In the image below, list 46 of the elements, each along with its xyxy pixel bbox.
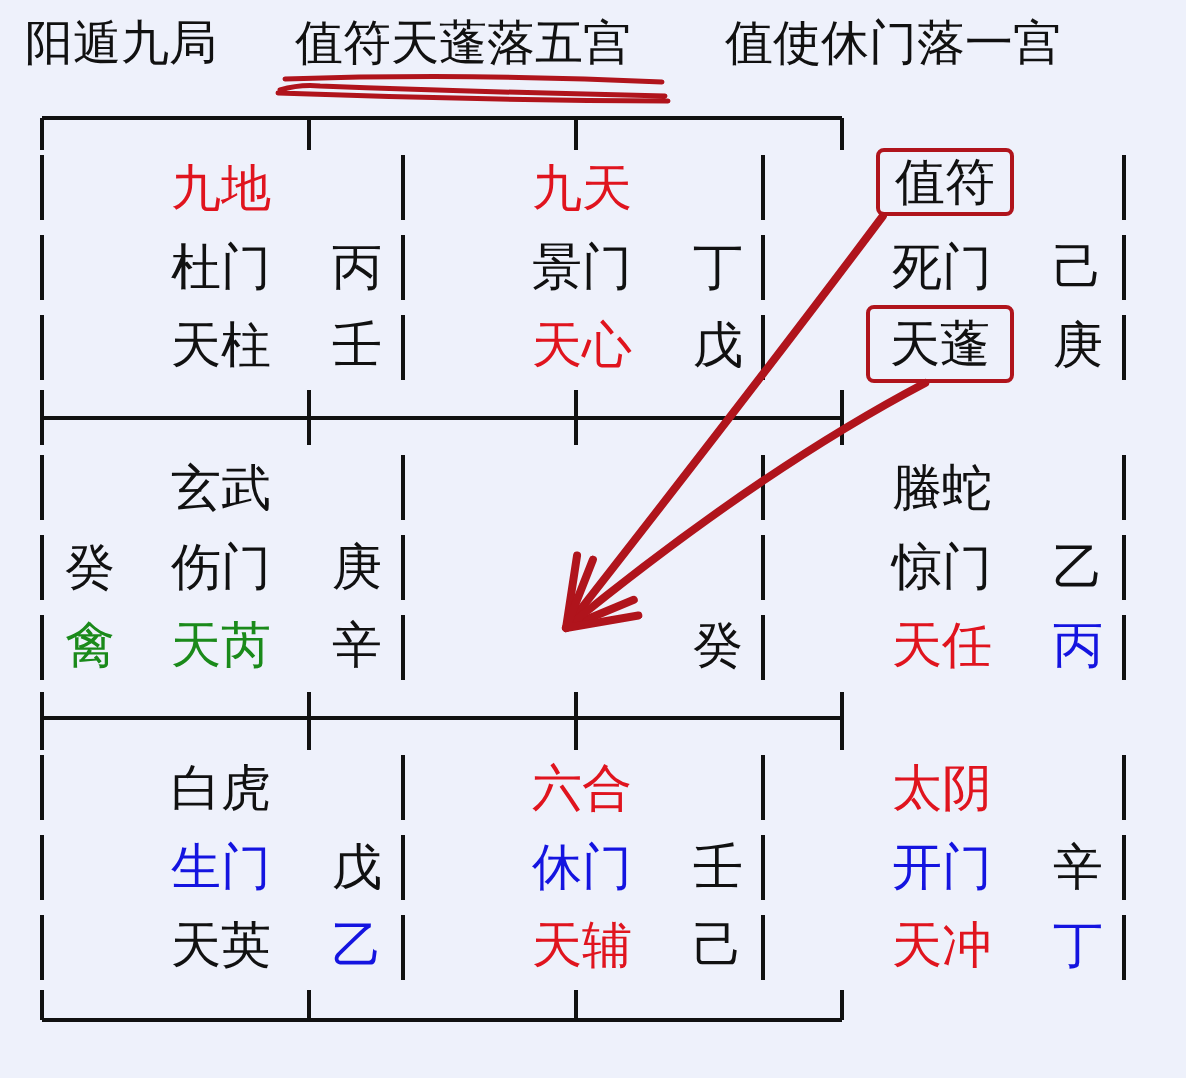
- palace-label: 禽: [65, 617, 115, 673]
- palace-label: 己: [693, 917, 743, 973]
- palace-label: 白虎: [171, 760, 271, 816]
- palace-label: 辛: [332, 617, 382, 673]
- palace-label: 天芮: [171, 617, 271, 673]
- palace-label: 九天: [532, 160, 632, 216]
- heading-text: 值符天蓬落五宫: [295, 14, 631, 70]
- palace-label: 天柱: [171, 317, 271, 373]
- palace-label: 玄武: [171, 460, 271, 516]
- palace-label: 天冲: [892, 917, 992, 973]
- heading-text: 值使休门落一宫: [725, 14, 1061, 70]
- palace-label: 庚: [332, 539, 382, 595]
- palace-label: 景门: [532, 239, 632, 295]
- palace-label: 螣蛇: [892, 460, 992, 516]
- palace-label: 丙: [1053, 617, 1103, 673]
- palace-label: 壬: [332, 317, 382, 373]
- palace-label: 辛: [1053, 839, 1103, 895]
- palace-label: 休门: [532, 839, 632, 895]
- palace-label: 天辅: [532, 917, 632, 973]
- palace-label: 杜门: [171, 239, 271, 295]
- highlight-box: 天蓬: [866, 305, 1014, 383]
- highlight-box: 值符: [876, 148, 1014, 216]
- palace-label: 乙: [1053, 539, 1103, 595]
- palace-label: 癸: [65, 539, 115, 595]
- palace-label: 癸: [693, 617, 743, 673]
- palace-label: 开门: [892, 839, 992, 895]
- palace-label: 六合: [532, 760, 632, 816]
- palace-label: 庚: [1053, 317, 1103, 373]
- palace-label: 己: [1053, 239, 1103, 295]
- palace-label: 天心: [532, 317, 632, 373]
- palace-label: 丁: [693, 239, 743, 295]
- palace-label: 壬: [693, 839, 743, 895]
- palace-label: 生门: [171, 839, 271, 895]
- palace-label: 乙: [332, 917, 382, 973]
- palace-label: 九地: [171, 160, 271, 216]
- palace-label: 天任: [892, 617, 992, 673]
- heading-text: 阳遁九局: [25, 14, 217, 70]
- palace-label: 戊: [332, 839, 382, 895]
- palace-label: 丁: [1053, 917, 1103, 973]
- palace-label: 天英: [171, 917, 271, 973]
- palace-label: 死门: [892, 239, 992, 295]
- palace-label: 戊: [693, 317, 743, 373]
- palace-label: 丙: [332, 239, 382, 295]
- palace-label: 惊门: [892, 539, 992, 595]
- palace-label: 太阴: [892, 760, 992, 816]
- palace-label: 伤门: [171, 539, 271, 595]
